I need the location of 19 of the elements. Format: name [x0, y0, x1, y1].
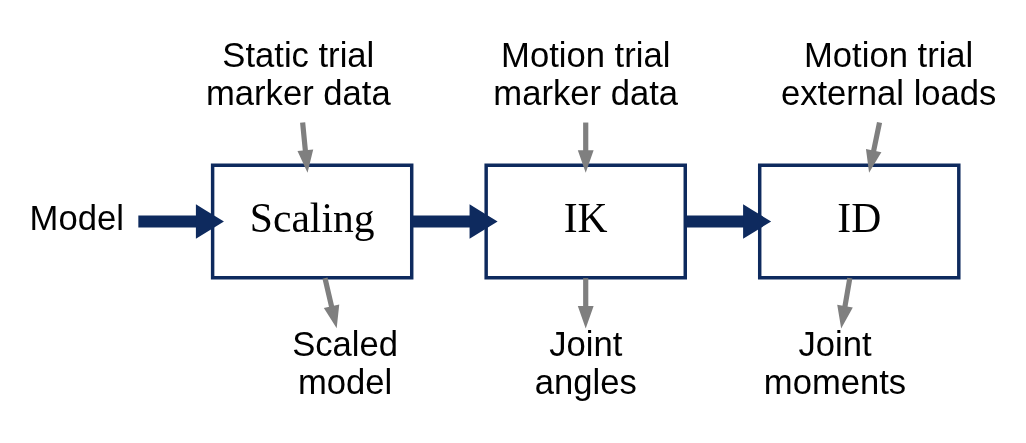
node-box: ID: [758, 163, 961, 280]
node-text: Motion trial external loads: [780, 35, 997, 112]
node-box: Scaling: [210, 163, 414, 280]
node-text: Joint angles: [534, 324, 637, 401]
arrow: [685, 204, 772, 239]
arrow: [297, 122, 314, 173]
arrow: [837, 277, 853, 329]
arrow: [138, 204, 224, 239]
arrow: [322, 277, 340, 329]
node-text: Model: [29, 199, 124, 238]
node-box: IK: [484, 163, 687, 280]
node-text: Joint moments: [763, 324, 907, 401]
node-text: Scaled model: [292, 324, 398, 401]
arrow: [577, 278, 594, 329]
arrow: [865, 122, 883, 173]
arrow: [577, 122, 594, 173]
node-text: Static trial marker data: [205, 35, 391, 112]
node-text: Motion trial marker data: [493, 35, 679, 112]
arrow: [412, 204, 498, 239]
